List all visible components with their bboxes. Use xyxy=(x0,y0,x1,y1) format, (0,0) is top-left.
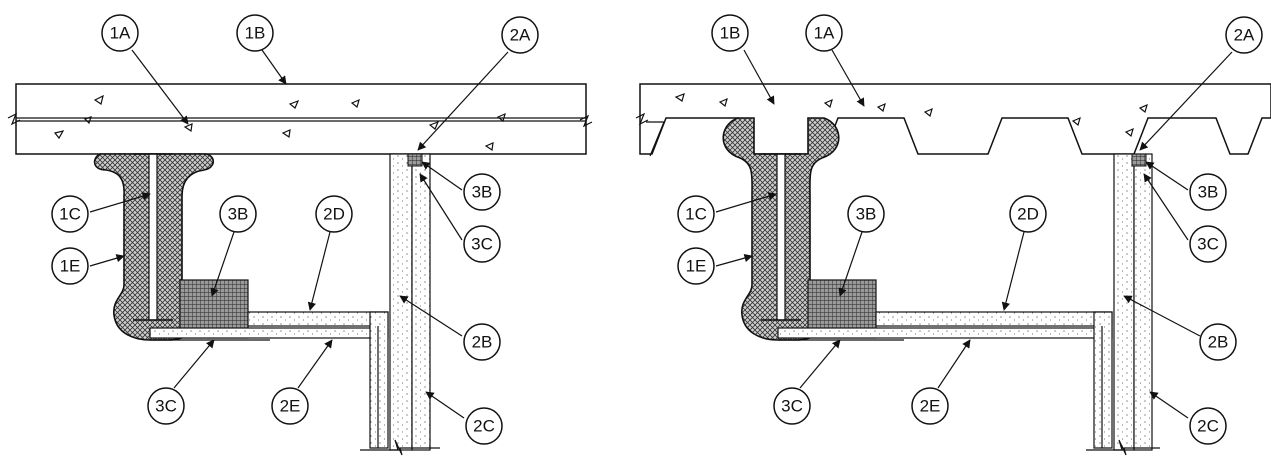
callout-2a: 2A xyxy=(1225,16,1263,54)
callout-label: 3B xyxy=(228,205,249,224)
callout-label: 2E xyxy=(920,397,941,416)
break-mark xyxy=(1086,439,1160,456)
callout-3c-right: 3C xyxy=(463,225,501,263)
concrete-slab xyxy=(15,83,587,155)
callout-label: 2B xyxy=(472,333,493,352)
callout-3c-bottom: 3C xyxy=(147,387,185,425)
deck-slab xyxy=(639,83,1271,155)
callout-label: 3C xyxy=(471,235,493,254)
callout-2c: 2C xyxy=(1189,407,1227,445)
callout-3b-mid: 3B xyxy=(219,195,257,233)
ceiling-board-2e xyxy=(777,327,1113,339)
wall-board-2c xyxy=(411,153,431,451)
wall-board-2c xyxy=(1133,153,1153,451)
wall-top-seal xyxy=(407,153,423,167)
steel-beam-web xyxy=(148,153,158,321)
callout-3b-top: 3B xyxy=(1189,173,1227,211)
callout-label: 1B xyxy=(720,24,741,43)
callout-label: 3B xyxy=(472,183,493,202)
right-detail: 1B 1A 2A 3B 1C 3B 2D 3C 1E 2B 3C 2E 2C xyxy=(635,14,1271,456)
callout-2e: 2E xyxy=(271,387,309,425)
callout-label: 1C xyxy=(59,205,81,224)
break-mark xyxy=(7,112,21,126)
callout-3b-top: 3B xyxy=(463,173,501,211)
break-mark xyxy=(579,114,593,128)
callout-1a: 1A xyxy=(805,14,843,52)
callout-label: 2B xyxy=(1208,333,1229,352)
callout-1c: 1C xyxy=(677,195,715,233)
callout-label: 3B xyxy=(856,205,877,224)
aggregate-marks xyxy=(674,93,1148,138)
leader-lines xyxy=(89,49,509,419)
callout-2b: 2B xyxy=(463,323,501,361)
break-mark xyxy=(360,439,440,456)
callout-label: 1A xyxy=(814,24,835,43)
callout-1a: 1A xyxy=(101,14,139,52)
callout-label: 1B xyxy=(245,24,266,43)
ceiling-board-2d xyxy=(875,311,1113,327)
callout-label: 1A xyxy=(110,24,131,43)
callout-label: 3C xyxy=(781,397,803,416)
leader-lines xyxy=(715,49,1233,419)
ceiling-board-return xyxy=(1093,311,1113,449)
callout-label: 3C xyxy=(1197,235,1219,254)
ceiling-board-return xyxy=(369,311,389,449)
callout-label: 2A xyxy=(510,26,531,45)
callout-1e: 1E xyxy=(677,247,715,285)
callout-label: 2A xyxy=(1234,26,1255,45)
callout-2c: 2C xyxy=(465,407,503,445)
callout-label: 1E xyxy=(60,257,81,276)
callout-label: 2E xyxy=(280,397,301,416)
callout-2a: 2A xyxy=(501,16,539,54)
callout-label: 1E xyxy=(686,257,707,276)
callout-label: 1C xyxy=(685,205,707,224)
callout-1c: 1C xyxy=(51,195,89,233)
callout-2d: 2D xyxy=(1009,195,1047,233)
callout-label: 2C xyxy=(1197,417,1219,436)
callout-1b: 1B xyxy=(711,14,749,52)
callout-3c-right: 3C xyxy=(1189,225,1227,263)
callout-label: 2D xyxy=(323,205,345,224)
callout-3b-mid: 3B xyxy=(847,195,885,233)
wall-top-seal xyxy=(1131,153,1147,167)
callout-label: 3B xyxy=(1198,183,1219,202)
ceiling-board-2e xyxy=(149,327,389,339)
left-detail: 1A 1B 2A 3B 1C 3B 2D 3C 1E 2B 3C 2E 2C xyxy=(7,14,593,456)
ceiling-board-2d xyxy=(247,311,389,327)
break-mark xyxy=(635,112,649,126)
callout-1e: 1E xyxy=(51,247,89,285)
callout-2e: 2E xyxy=(911,387,949,425)
wall-board-2b xyxy=(1113,153,1135,451)
aggregate-marks xyxy=(53,94,506,152)
callout-label: 2C xyxy=(473,417,495,436)
callout-label: 3C xyxy=(155,397,177,416)
callout-2d: 2D xyxy=(315,195,353,233)
callout-1b: 1B xyxy=(236,14,274,52)
callout-2b: 2B xyxy=(1199,323,1237,361)
callout-3c-bottom: 3C xyxy=(773,387,811,425)
steel-beam-web xyxy=(776,153,786,321)
callout-label: 2D xyxy=(1017,205,1039,224)
